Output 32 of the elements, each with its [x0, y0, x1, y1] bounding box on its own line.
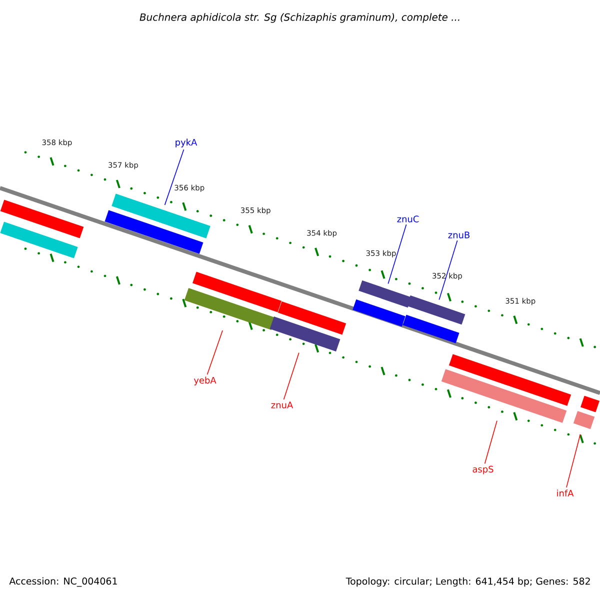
accession-text: Accession: NC_004061 [9, 577, 117, 587]
genome-info-text: Topology: circular; Length: 641,454 bp; Genes: 582 [346, 577, 590, 587]
leader-line [164, 149, 184, 206]
leader-line [566, 434, 581, 488]
gene-label: pykA [176, 138, 198, 148]
gene-label: yebA [194, 376, 216, 386]
gene-bar [580, 396, 600, 412]
leader-line [438, 240, 458, 300]
gene-bar [104, 210, 204, 254]
gene-bar [112, 194, 210, 238]
leader-line [283, 352, 300, 400]
gene-bar [352, 299, 406, 327]
gene-bar [358, 280, 412, 308]
gene-label: znuA [271, 402, 294, 408]
gene-bar [573, 410, 595, 430]
gene-bar [441, 369, 567, 423]
gene-label: znuB [448, 232, 470, 238]
gene-bar [406, 295, 466, 325]
gene-bar [192, 272, 282, 312]
gene-label: aspS [472, 466, 494, 474]
gene-bar [448, 354, 572, 406]
gene-bar [270, 316, 340, 352]
leader-line [388, 224, 407, 284]
leader-line [484, 420, 498, 464]
gene-bar [278, 301, 346, 335]
gene-bar [402, 314, 460, 344]
gene-bar [0, 222, 78, 258]
title: Buchnera aphidicola str. Sg (Schizaphis graminum), complete ... [140, 13, 460, 23]
gene-bar [0, 200, 84, 238]
gene-bar [184, 288, 276, 330]
gene-label: infA [557, 490, 574, 496]
gene-label: znuC [397, 216, 419, 222]
